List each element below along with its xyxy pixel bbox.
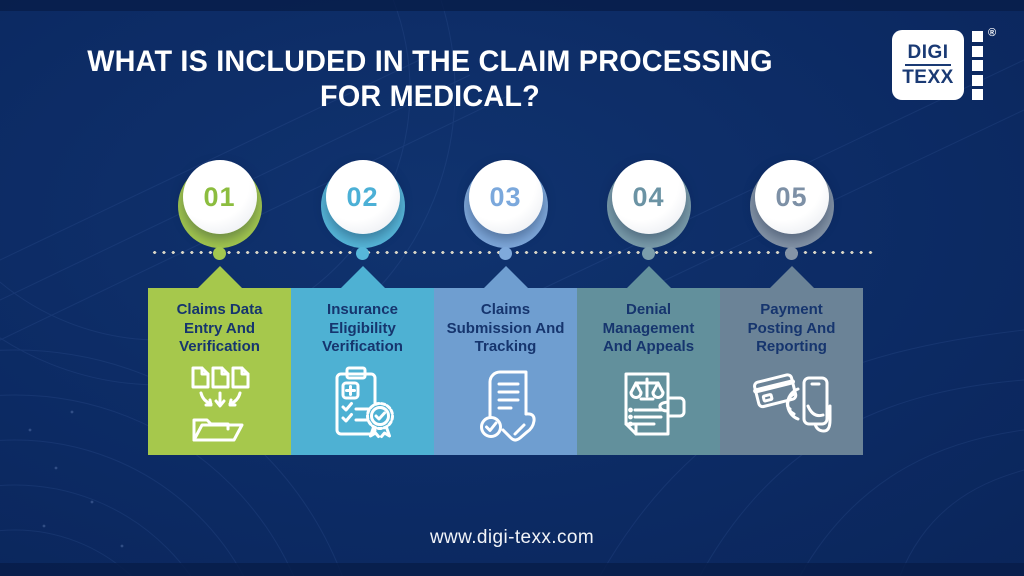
step-1-title: Claims Data Entry And Verification: [176, 301, 263, 355]
step-3-title: Claims Submission And Tracking: [446, 301, 565, 355]
claim-document-hand-icon: [466, 364, 546, 446]
process-steps: 01 Claims Data Entry And Verification: [148, 155, 863, 455]
registered-trademark-icon: ®: [988, 27, 997, 39]
documents-into-folder-icon: [180, 364, 260, 446]
step-5-card-pointer: [769, 266, 814, 288]
step-2-timeline-dot: [356, 247, 369, 260]
logo-text-digi: DIGI: [905, 42, 951, 66]
step-3-column: 03 Claims Submission And Tracking: [434, 155, 577, 455]
step-4-card-pointer: [626, 266, 671, 288]
step-4-card: Denial Management And Appeals: [577, 288, 720, 455]
step-5-card: Payment Posting And Reporting: [720, 288, 863, 455]
timeline-dotted-line: [150, 250, 874, 255]
step-5-column: 05 Payment Posting And Reporting: [720, 155, 863, 455]
step-1-column: 01 Claims Data Entry And Verification: [148, 155, 291, 455]
step-4-title: Denial Management And Appeals: [602, 301, 695, 355]
payment-card-phone-icon: [752, 364, 832, 446]
step-2-card: Insurance Eligibility Verification: [291, 288, 434, 455]
bottom-border-strip: [0, 563, 1024, 576]
logo-text-texx: TEXX: [902, 67, 954, 88]
step-3-card-pointer: [483, 266, 528, 288]
step-4-number: 04: [632, 181, 665, 212]
step-4-column: 04 Denial Management And Appeals: [577, 155, 720, 455]
digitexx-logo-box: DIGI TEXX: [892, 30, 964, 100]
step-2-title: Insurance Eligibility Verification: [322, 301, 403, 355]
step-3-timeline-dot: [499, 247, 512, 260]
step-2-circle: 02: [325, 160, 400, 234]
website-url: www.digi-texx.com: [429, 527, 595, 548]
step-1-timeline-dot: [213, 247, 226, 260]
step-1-card-pointer: [197, 266, 242, 288]
step-1-number: 01: [203, 181, 236, 212]
step-1-circle: 01: [182, 160, 257, 234]
filmstrip-squares-icon: [972, 31, 983, 100]
digitexx-logo: DIGI TEXX ®: [892, 27, 1012, 118]
page-title-line1: WHAT IS INCLUDED IN THE CLAIM PROCESSING: [87, 45, 773, 78]
step-4-timeline-dot: [642, 247, 655, 260]
step-3-number: 03: [489, 181, 522, 212]
insurance-checklist-certificate-icon: [323, 364, 403, 446]
page-title: WHAT IS INCLUDED IN THE CLAIM PROCESSING…: [17, 44, 843, 114]
step-5-number: 05: [775, 181, 808, 212]
step-5-title: Payment Posting And Reporting: [747, 301, 836, 355]
step-2-number: 02: [346, 181, 379, 212]
step-5-circle: 05: [754, 160, 829, 234]
step-3-card: Claims Submission And Tracking: [434, 288, 577, 455]
page-title-line2: FOR MEDICAL?: [320, 80, 540, 113]
step-1-card: Claims Data Entry And Verification: [148, 288, 291, 455]
step-2-card-pointer: [340, 266, 385, 288]
denial-scales-document-icon: [609, 364, 689, 446]
step-4-circle: 04: [611, 160, 686, 234]
top-border-strip: [0, 0, 1024, 11]
step-2-column: 02 Insurance Eligibility Verification: [291, 155, 434, 455]
step-5-timeline-dot: [785, 247, 798, 260]
step-3-circle: 03: [468, 160, 543, 234]
